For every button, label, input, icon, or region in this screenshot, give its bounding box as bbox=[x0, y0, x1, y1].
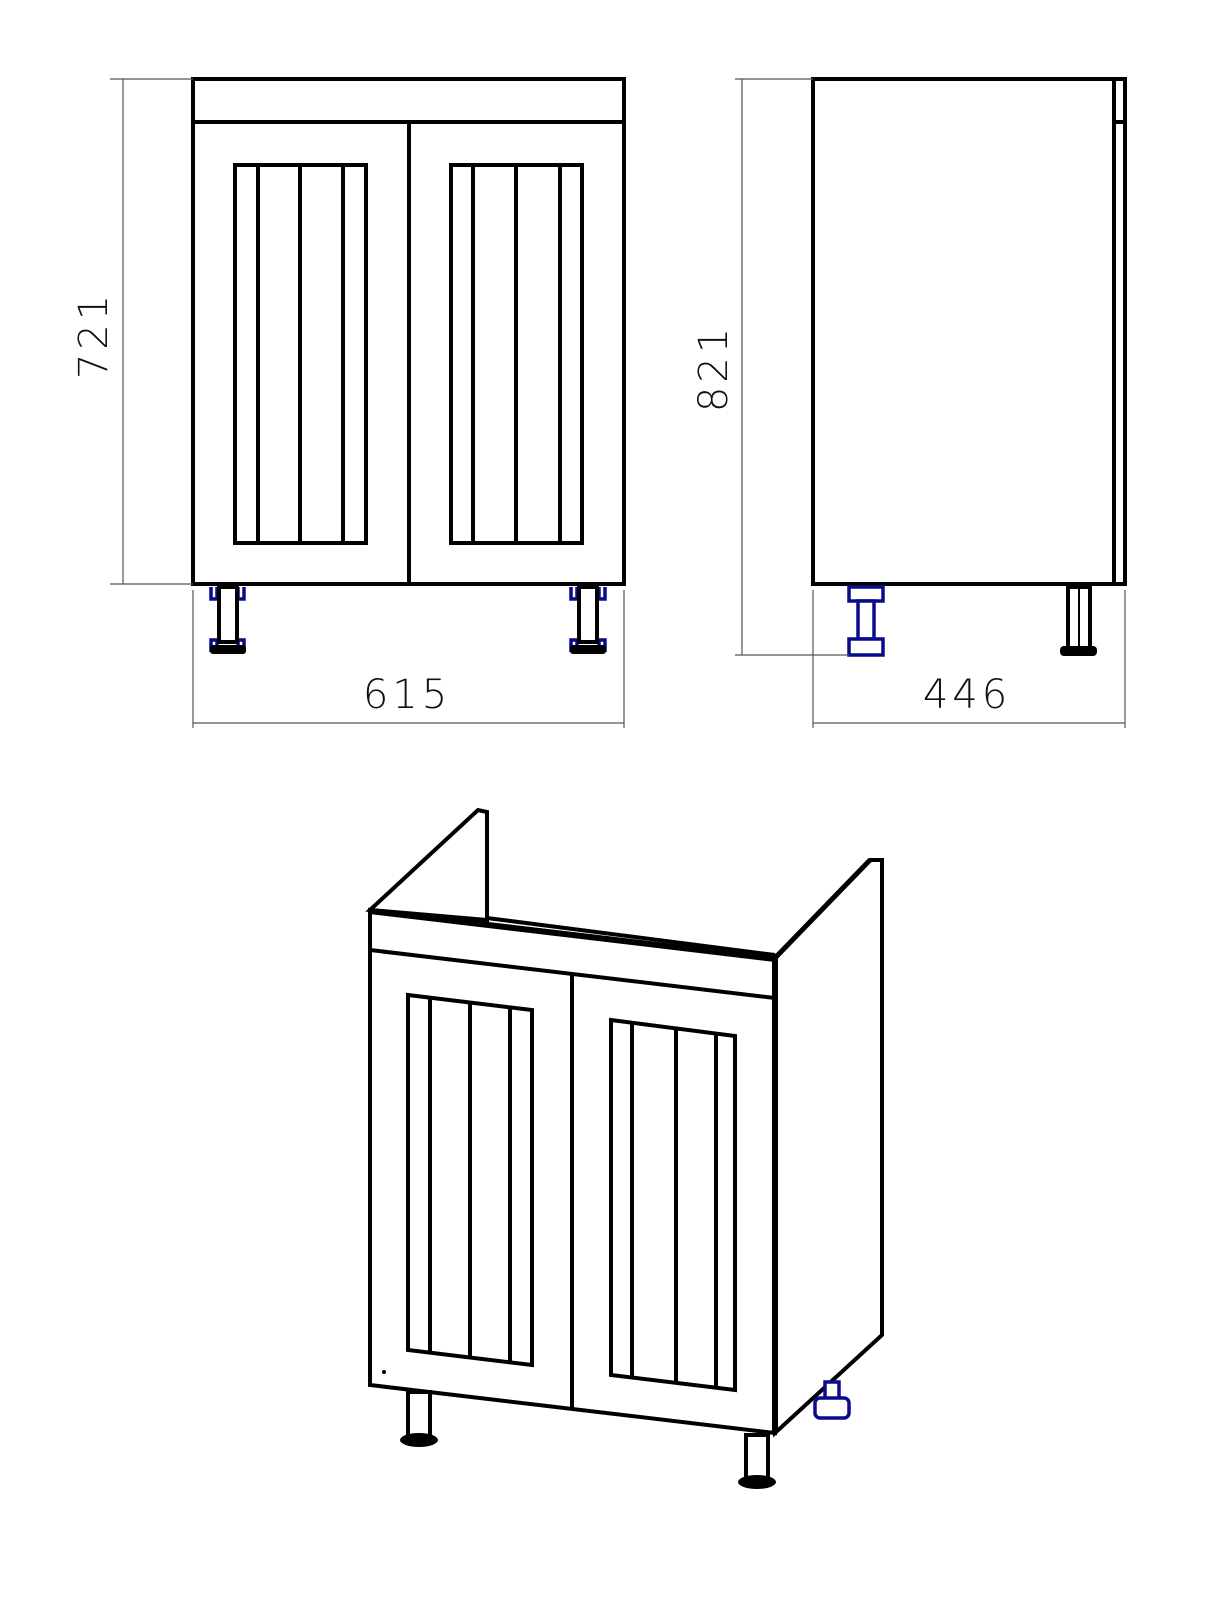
isometric-view bbox=[365, 807, 884, 1489]
dimension-side-depth: 446 bbox=[812, 590, 1126, 728]
handle-dot bbox=[382, 1370, 386, 1374]
left-door-panel bbox=[233, 163, 368, 545]
dimension-front-height: 721 bbox=[71, 78, 193, 585]
top-rail bbox=[369, 948, 776, 1000]
dimension-front-width: 615 bbox=[192, 590, 625, 728]
front-view: 721 615 bbox=[71, 77, 626, 728]
dimension-label-446: 446 bbox=[923, 672, 1011, 718]
side-outline bbox=[811, 77, 1127, 586]
adjustable-leg-side bbox=[847, 585, 885, 657]
iso-left-door-panel bbox=[406, 992, 534, 1368]
side-leg-back bbox=[1060, 585, 1097, 656]
right-side-panel bbox=[773, 858, 884, 1438]
left-side-panel bbox=[365, 807, 489, 923]
iso-right-door-panel bbox=[609, 1017, 737, 1393]
dimension-label-615: 615 bbox=[363, 672, 451, 718]
front-leg-left bbox=[209, 585, 246, 654]
dimension-label-821: 821 bbox=[691, 324, 737, 412]
side-view: 821 446 bbox=[691, 77, 1127, 728]
right-door-panel bbox=[449, 163, 584, 545]
dimension-label-721: 721 bbox=[71, 291, 117, 379]
front-leg-right bbox=[569, 585, 607, 654]
iso-adjustable-leg bbox=[813, 1380, 851, 1420]
iso-leg-front-left bbox=[400, 1390, 438, 1447]
dimension-side-height: 821 bbox=[691, 78, 849, 656]
iso-leg-front-right bbox=[738, 1433, 776, 1489]
